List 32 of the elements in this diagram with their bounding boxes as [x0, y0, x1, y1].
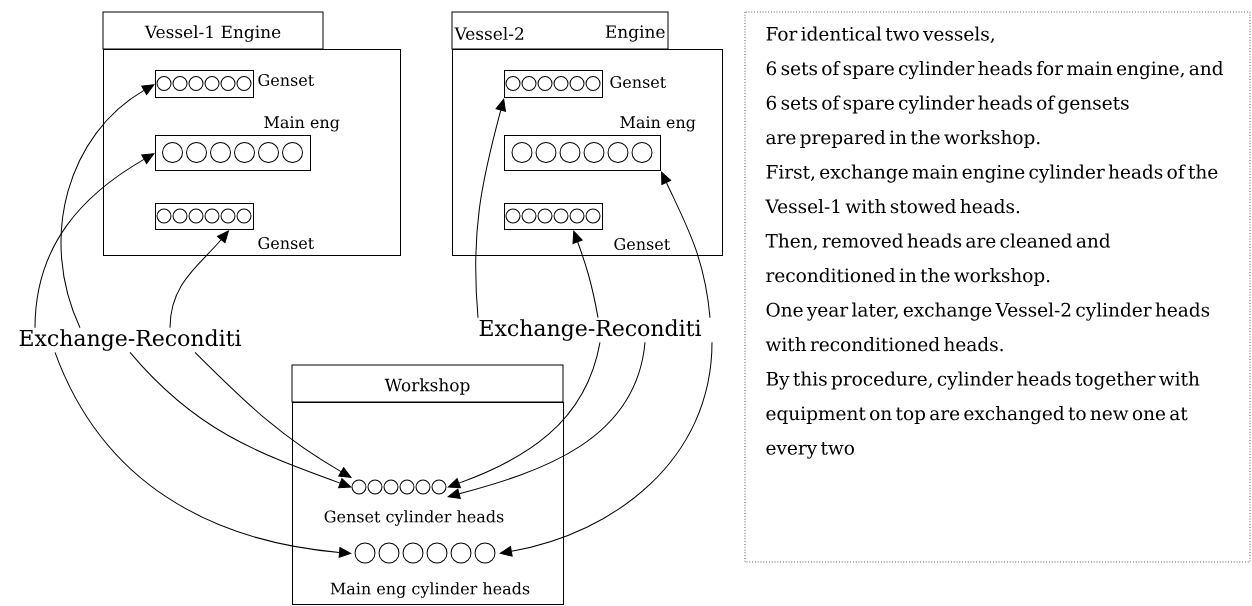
- arrow: [475, 98, 506, 319]
- process-label: Exchange-Reconditi: [479, 319, 702, 341]
- part-label: Genset: [258, 73, 315, 87]
- note-text: Then, removed heads are cleaned and reconditioned in the workshop.: [765, 233, 1111, 286]
- box-title: Engine: [605, 25, 665, 42]
- box-title: Workshop: [384, 378, 470, 395]
- arrow: [499, 341, 713, 557]
- part-label: Genset: [614, 237, 671, 251]
- box-title: Vessel-2: [454, 26, 524, 41]
- part-label: Genset: [610, 75, 667, 89]
- part-label: Genset cylinder heads: [324, 510, 504, 526]
- arrow: [572, 230, 599, 319]
- arrow: [447, 341, 601, 489]
- part-label: Main eng: [620, 116, 696, 132]
- note-text: One year later, exchange Vessel-2 cylinder heads with reconditioned heads.: [765, 302, 1210, 352]
- part-label: Main eng cylinder heads: [330, 582, 530, 598]
- arrow: [60, 84, 155, 329]
- box-title: Vessel-1 Engine: [144, 25, 281, 42]
- note-text: First, exchange main engine cylinder heads of the Vessel-1 with stowed heads.: [765, 164, 1218, 214]
- arrow: [169, 230, 229, 329]
- note-text: For identical two vessels,: [766, 26, 994, 44]
- part-label: Genset: [258, 236, 315, 250]
- part-label: Main eng: [264, 116, 340, 132]
- arrow: [129, 351, 352, 489]
- arrow: [34, 153, 155, 329]
- process-label: Exchange-Reconditi: [19, 329, 242, 351]
- note-text: are prepared in the workshop.: [766, 130, 1040, 148]
- arrow: [54, 351, 352, 558]
- arrow: [661, 171, 711, 319]
- note-text: By this procedure, cylinder heads together with equipment on top are exchanged to new one at every two: [766, 371, 1200, 459]
- arrow: [194, 351, 352, 478]
- arrow: [447, 341, 646, 499]
